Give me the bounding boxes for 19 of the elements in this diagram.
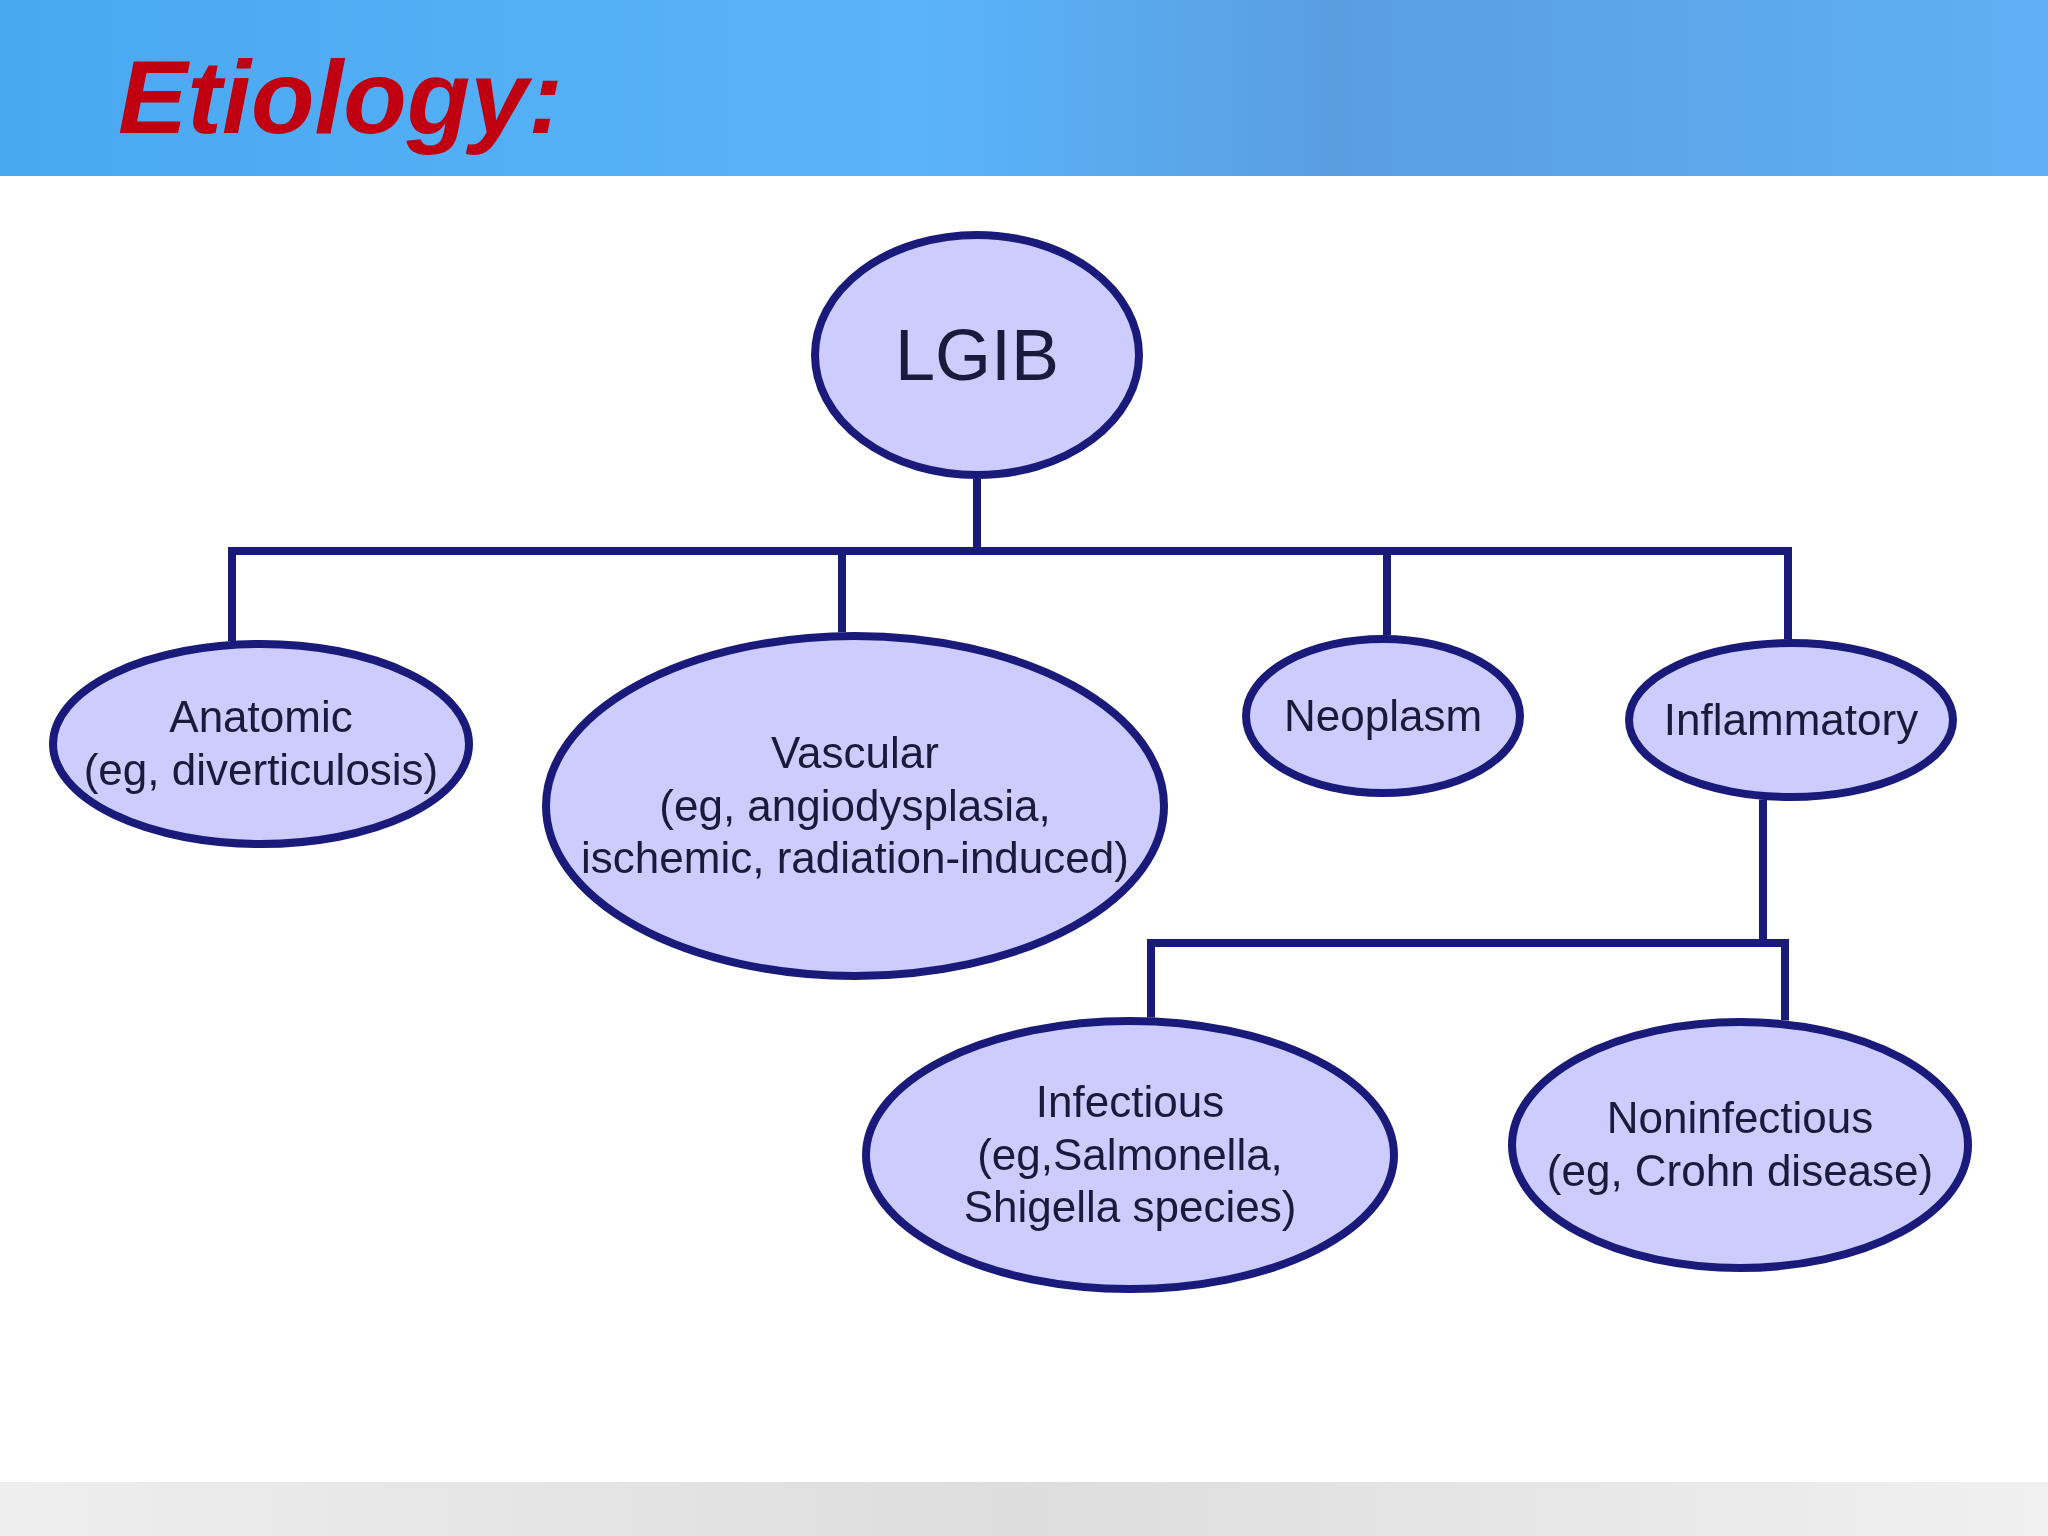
category-ellipse — [1242, 635, 1524, 797]
category-heading: Infectious — [1035, 1075, 1225, 1128]
category-ellipse — [49, 640, 473, 848]
example-text: (eg, angiodysplasia, ischemic, radiation-induced) — [580, 779, 1130, 885]
example-text: (eg, Crohn disease) — [1546, 1145, 1934, 1197]
category-heading: Neoplasm — [1283, 689, 1483, 742]
category-ellipse — [811, 231, 1143, 479]
category-ellipse — [1508, 1018, 1972, 1272]
category-ellipse — [542, 632, 1168, 980]
category-ellipse — [862, 1017, 1398, 1293]
example-text: (eg,Salmonella, Shigella species) — [962, 1128, 1298, 1234]
example-text: (eg, diverticulosis) — [83, 744, 439, 796]
category-heading: Noninfectious — [1606, 1092, 1874, 1145]
category-heading: LGIB — [894, 313, 1060, 397]
category-ellipse — [1625, 639, 1957, 801]
category-heading: Inflammatory — [1663, 693, 1919, 746]
category-heading: Anatomic — [169, 691, 353, 744]
category-heading: Vascular — [771, 726, 939, 779]
slide-title: Etiology: — [118, 40, 563, 155]
